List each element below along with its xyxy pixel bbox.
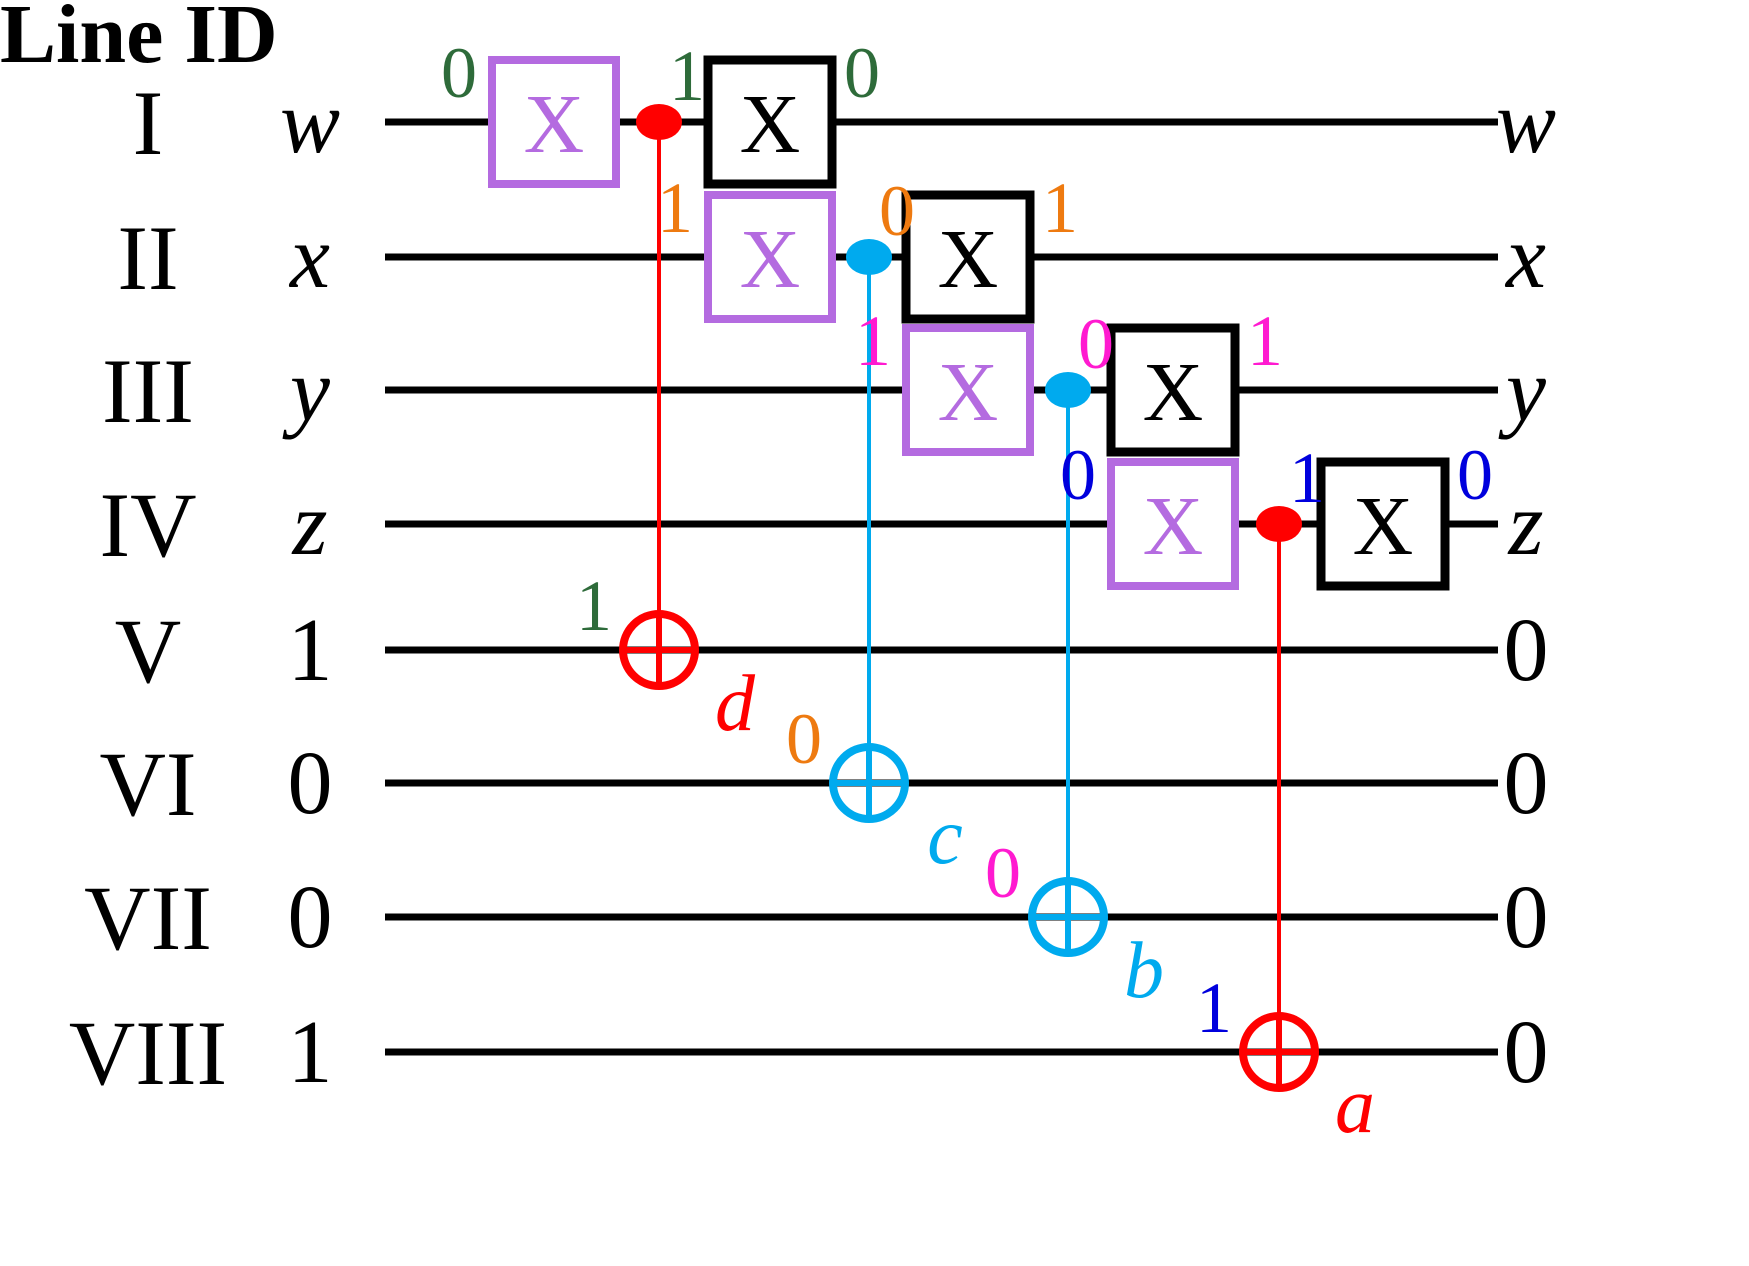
input-label: z [290, 475, 327, 574]
output-label: 0 [1504, 601, 1549, 700]
control-dot [1256, 506, 1302, 542]
output-label: 0 [1504, 734, 1549, 833]
line-id-label: I [133, 72, 164, 174]
target-label: b [1124, 927, 1164, 1015]
bit-target: 1 [576, 566, 612, 646]
output-label: 0 [1504, 1003, 1549, 1102]
control-dot [1045, 372, 1091, 408]
line-id-header: Line ID [0, 0, 278, 81]
target-label: a [1335, 1062, 1375, 1150]
line-id-label: VII [84, 867, 212, 969]
bit-target: 0 [786, 699, 822, 779]
output-label: x [1504, 208, 1546, 307]
pre-x-gate-label: X [938, 346, 999, 439]
bit-before: 1 [657, 168, 693, 248]
control-dot [636, 104, 682, 140]
input-label: 0 [288, 734, 333, 833]
line-id-label: IV [99, 474, 196, 576]
bit-after: 0 [1457, 435, 1493, 515]
output-label: 0 [1504, 868, 1549, 967]
line-id-label: VIII [69, 1002, 227, 1104]
post-x-gate-label: X [1353, 480, 1414, 573]
bit-after: 1 [1042, 168, 1078, 248]
input-label: 0 [288, 868, 333, 967]
bit-target: 0 [985, 833, 1021, 913]
pre-x-gate-box [1107, 458, 1239, 590]
output-label: y [1498, 341, 1546, 440]
target-label: d [715, 660, 756, 748]
input-label: 1 [288, 601, 333, 700]
bit-control: 0 [879, 171, 915, 251]
bit-control: 1 [669, 36, 705, 116]
input-label: x [288, 208, 330, 307]
bit-before: 0 [1060, 435, 1096, 515]
output-label: z [1506, 475, 1543, 574]
input-label: y [282, 341, 330, 440]
pre-x-gate-box [488, 56, 620, 188]
post-x-gate-box [901, 190, 1035, 324]
post-x-gate-label: X [740, 78, 801, 171]
bit-control: 0 [1078, 304, 1114, 384]
controls-and-targets: d c b a [619, 104, 1375, 1150]
bit-after: 1 [1247, 301, 1283, 381]
post-x-gate-box [703, 55, 837, 189]
pre-x-gate-label: X [1143, 480, 1204, 573]
pre-x-gate-label: X [740, 213, 801, 306]
post-x-gate-box [1316, 457, 1450, 591]
input-label: w [280, 73, 340, 172]
line-id-label: V [115, 600, 181, 702]
control-links [657, 122, 1281, 1016]
control-dot [846, 239, 892, 275]
post-x-gate-label: X [1143, 346, 1204, 439]
pre-x-gate-box [704, 191, 836, 323]
post-x-gate-label: X [938, 213, 999, 306]
line-id-label: VI [99, 733, 196, 835]
target-label: c [927, 793, 963, 881]
bit-control: 1 [1289, 438, 1325, 518]
bit-after: 0 [844, 33, 880, 113]
pre-x-gate-box [902, 324, 1034, 456]
pre-x-gate-label: X [524, 78, 585, 171]
input-label: 1 [288, 1003, 333, 1102]
output-label: w [1496, 73, 1556, 172]
line-id-label: II [117, 207, 178, 309]
line-id-label: III [102, 340, 194, 442]
bit-target: 1 [1196, 968, 1232, 1048]
bit-before: 1 [855, 301, 891, 381]
post-x-gate-box [1106, 323, 1240, 457]
bit-before: 0 [441, 33, 477, 113]
